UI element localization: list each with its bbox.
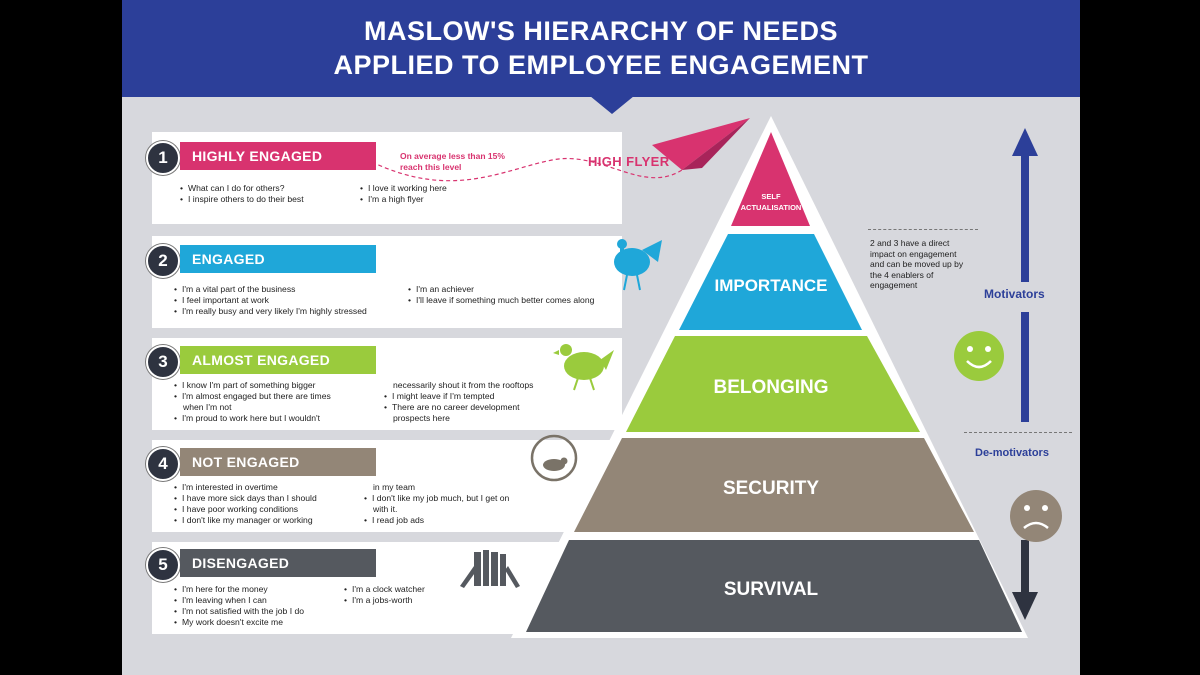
level-5-col1-item: I'm leaving when I can <box>174 595 304 606</box>
level-1-col2-item: I love it working here <box>360 183 447 194</box>
level-2-col1-item: I feel important at work <box>174 295 367 306</box>
level-4-col2-item: I read job ads <box>364 515 509 526</box>
turkey-icon <box>614 239 662 291</box>
pyramid-tier-survival <box>526 540 1022 632</box>
high-flyer-tag: HIGH FLYER <box>588 154 670 169</box>
chicken-icon <box>553 344 614 391</box>
pyramid-tier-security <box>574 438 974 532</box>
level-3-col1-item: I'm almost engaged but there are times <box>174 391 331 402</box>
hamster-wheel-icon <box>530 434 578 482</box>
level-3-col2-item: There are no career development <box>384 402 533 413</box>
infographic: MASLOW'S HIERARCHY OF NEEDS APPLIED TO E… <box>122 0 1080 675</box>
books-icon <box>460 550 520 588</box>
level-2-col1-item: I'm really busy and very likely I'm high… <box>174 306 367 317</box>
tier-label-self-2: ACTUALISATION <box>741 203 802 212</box>
level-4-col1-item: I'm interested in overtime <box>174 482 317 493</box>
tier-label-self-1: SELF <box>761 192 781 201</box>
level-4-col1-item: I have poor working conditions <box>174 504 317 515</box>
level-5-col2-item: I'm a clock watcher <box>344 584 425 595</box>
tier-label-survival: SURVIVAL <box>724 579 819 600</box>
level-3-col2-item: necessarily shout it from the rooftops <box>393 380 534 390</box>
level-3-col1-item: I know I'm part of something bigger <box>174 380 331 391</box>
level-3-col2-item: prospects here <box>393 413 450 423</box>
level-5-col1-item: I'm not satisfied with the job I do <box>174 606 304 617</box>
level-2-col2-item: I'm an achiever <box>408 284 594 295</box>
level-2-col1-item: I'm a vital part of the business <box>174 284 367 295</box>
pyramid-tier-importance <box>679 234 862 330</box>
level-4-col1-item: I don't like my manager or working <box>174 515 317 526</box>
level-4-col2-item: in my team <box>373 482 416 492</box>
level-3-col1-item: I'm proud to work here but I wouldn't <box>174 413 331 424</box>
level-3-col2-item: I might leave if I'm tempted <box>384 391 533 402</box>
level-4-label: NOT ENGAGED <box>180 448 376 476</box>
demotivators-label: De-motivators <box>975 447 1049 459</box>
level-3-number: 3 <box>146 345 180 379</box>
smiley-happy-icon <box>954 331 1004 381</box>
motivators-label: Motivators <box>984 287 1045 301</box>
level-5-col1-item: I'm here for the money <box>174 584 304 595</box>
smiley-sad-icon <box>1010 490 1062 542</box>
level-1-number: 1 <box>146 141 180 175</box>
pyramid-graphic: SELF ACTUALISATION IMPORTANCE BELONGING … <box>371 116 1062 638</box>
level-1-col1-item: What can I do for others? <box>180 183 304 194</box>
paper-plane-icon <box>652 118 750 170</box>
pyramid-tier-self-actualisation <box>731 132 810 226</box>
motivators-up-arrow <box>1012 128 1038 282</box>
level-3-col1-item: when I'm not <box>183 402 232 412</box>
tier-label-importance: IMPORTANCE <box>714 276 827 295</box>
motivator-divider <box>964 432 1072 433</box>
level-3-label: ALMOST ENGAGED <box>180 346 376 374</box>
flight-path <box>371 158 683 182</box>
header-pointer <box>590 96 634 114</box>
motivators-lower-bar <box>1021 312 1029 422</box>
enablers-note: 2 and 3 have a direct impact on engageme… <box>870 238 964 290</box>
level-2-col2-item: I'll leave if something much better come… <box>408 295 594 306</box>
tier-label-security: SECURITY <box>723 478 819 499</box>
pyramid-tier-belonging <box>626 336 920 432</box>
level-2-number: 2 <box>146 244 180 278</box>
level-1-label: HIGHLY ENGAGED <box>180 142 376 170</box>
level-5-col1-item: My work doesn't excite me <box>174 617 304 628</box>
title-line-1: MASLOW'S HIERARCHY OF NEEDS <box>364 16 838 46</box>
level-5-number: 5 <box>146 548 180 582</box>
level-4-col1-item: I have more sick days than I should <box>174 493 317 504</box>
note-divider-top <box>868 229 978 230</box>
header-banner: MASLOW'S HIERARCHY OF NEEDS APPLIED TO E… <box>122 0 1080 97</box>
level-5-col2-item: I'm a jobs-worth <box>344 595 425 606</box>
level-1-note: On average less than 15% reach this leve… <box>400 151 505 172</box>
level-4-col2-item: with it. <box>373 504 398 514</box>
level-5-label: DISENGAGED <box>180 549 376 577</box>
level-1-col1-item: I inspire others to do their best <box>180 194 304 205</box>
title-line-2: APPLIED TO EMPLOYEE ENGAGEMENT <box>333 50 869 80</box>
level-4-col2-item: I don't like my job much, but I get on <box>364 493 509 504</box>
tier-label-belonging: BELONGING <box>713 377 828 398</box>
level-2-label: ENGAGED <box>180 245 376 273</box>
demotivators-down-arrow <box>1012 540 1038 620</box>
level-4-number: 4 <box>146 447 180 481</box>
level-1-col2-item: I'm a high flyer <box>360 194 447 205</box>
